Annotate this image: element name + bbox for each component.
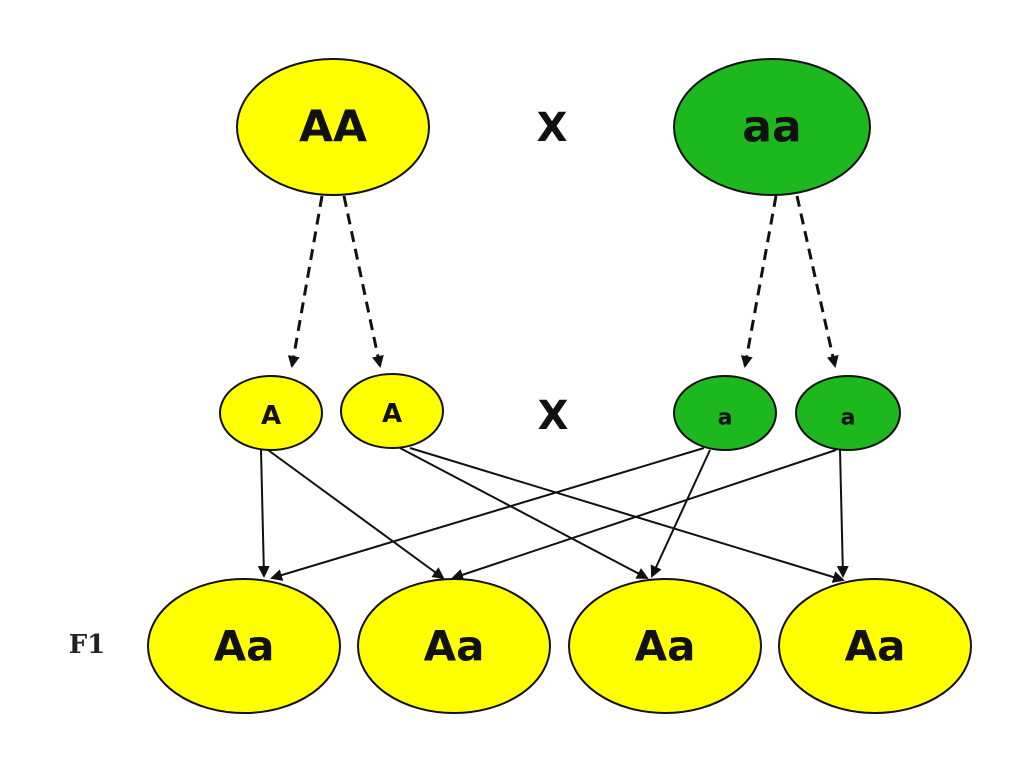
gamete-3-label: a — [718, 406, 733, 431]
f1-generation: F1 Aa Aa Aa Aa — [69, 578, 972, 714]
gamete-1: A — [219, 375, 323, 451]
gamete-4-circle — [795, 375, 901, 451]
arrow-gamete-3-to-f1-3 — [650, 449, 711, 578]
gamete-2: A — [340, 373, 444, 449]
arrow-gamete-3-to-f1-1 — [270, 447, 705, 581]
arrow-gamete-1-to-f1-1 — [257, 449, 270, 578]
gamete-4: a — [795, 375, 901, 451]
gamete-2-label: A — [382, 399, 402, 429]
arrow-gamete-2-to-f1-3 — [399, 447, 649, 579]
f1-offspring-2: Aa — [357, 578, 551, 714]
arrow-gamete-1-to-f1-2 — [267, 449, 445, 580]
gamete-cross-symbol: X — [538, 393, 569, 439]
meiosis-arrows — [287, 195, 839, 368]
gamete-1-label: A — [261, 401, 281, 431]
gamete-2-circle — [340, 373, 444, 449]
f1-offspring-3: Aa — [568, 578, 762, 714]
fertilization-arrows — [257, 447, 849, 583]
dashed-arrow-aa-to-gamete-2 — [342, 195, 384, 368]
gamete-3-circle — [673, 375, 777, 451]
gamete-3: a — [673, 375, 777, 451]
arrow-gamete-2-to-f1-4 — [409, 447, 845, 583]
f1-offspring-4-label: Aa — [845, 622, 906, 671]
f1-offspring-1-circle — [147, 578, 341, 714]
f1-offspring-2-label: Aa — [424, 622, 485, 671]
parent-dominant-label: AA — [299, 102, 367, 153]
parent-dominant: AA — [236, 58, 430, 196]
parent-recessive: aa — [673, 58, 871, 196]
parent-recessive-label: aa — [742, 102, 801, 153]
gamete-1-circle — [219, 375, 323, 451]
f1-offspring-4: Aa — [778, 578, 972, 714]
gamete-generation: A A X a a — [219, 373, 901, 451]
f1-offspring-3-label: Aa — [635, 622, 696, 671]
f1-offspring-1-label: Aa — [214, 622, 275, 671]
parent-cross-symbol: X — [537, 105, 568, 151]
arrow-gamete-4-to-f1-4 — [836, 449, 849, 578]
f1-offspring-1: Aa — [147, 578, 341, 714]
f1-offspring-4-circle — [778, 578, 972, 714]
arrow-gamete-4-to-f1-2 — [451, 449, 837, 581]
f1-offspring-3-circle — [568, 578, 762, 714]
parent-generation: AA X aa — [236, 58, 871, 196]
gamete-4-label: a — [841, 406, 856, 431]
parent-dominant-circle — [236, 58, 430, 196]
dashed-arrow-aa-to-gamete-1 — [287, 195, 324, 368]
parent-recessive-circle — [673, 58, 871, 196]
dashed-arrow-aa-rec-to-gamete-4 — [795, 195, 839, 368]
f1-generation-label: F1 — [69, 630, 106, 660]
f1-offspring-2-circle — [357, 578, 551, 714]
dashed-arrow-aa-rec-to-gamete-3 — [740, 195, 778, 368]
